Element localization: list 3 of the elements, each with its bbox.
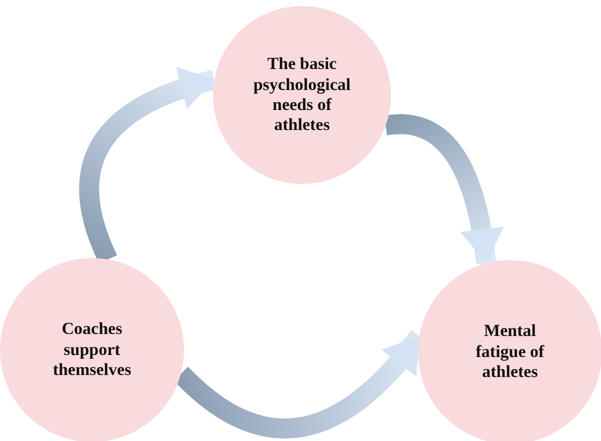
node-label: Coaches support themselves — [52, 319, 132, 381]
node-label: Mental fatigue of athletes — [474, 321, 546, 383]
node-label: The basic psychological needs of athletes — [252, 54, 352, 136]
